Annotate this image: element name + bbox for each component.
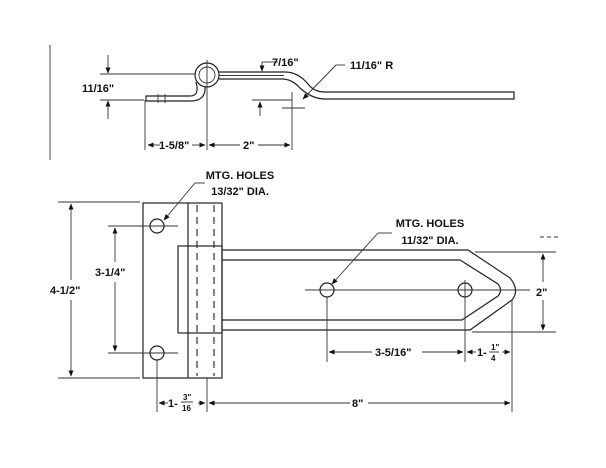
dim-strap-width-label: 2": [536, 287, 547, 299]
side-view: 11/16" 7/16" 11/16" R 1-5/8" 2": [82, 55, 515, 152]
dim-tip-den: 4: [491, 354, 496, 363]
dim-height-label: 11/16": [82, 83, 114, 95]
dim-plate-height-label: 4-1/2": [50, 285, 80, 297]
plate-holes-label-line1: MTG. HOLES: [206, 170, 274, 182]
left-leaf-side: [145, 81, 206, 102]
plate-holes-label-line2: 13/32" DIA.: [211, 186, 269, 198]
dim-plate-hole-offset-label: 1- 3" 16: [168, 393, 193, 413]
dim-radius-label: 11/16" R: [350, 60, 393, 72]
strap-holes-label-line1: MTG. HOLES: [396, 218, 464, 230]
dim-tip-label: 1- 1" 4: [477, 343, 499, 363]
strap-outline: [222, 249, 517, 331]
dim-offset-whole: 1-: [168, 398, 178, 410]
leader-arrow: [302, 64, 337, 100]
dim-strap-length-label: 8": [352, 398, 363, 410]
hinge-plate: [142, 202, 223, 379]
dim-bend-offset-label: 2": [243, 140, 254, 152]
dim-thickness-label: 7/16": [272, 57, 299, 69]
strap-leaf-side: [219, 71, 515, 100]
plan-view: 4-1/2" 3-1/4" MTG. HOLES 13/32" DIA. MTG…: [50, 170, 560, 413]
dim-tip-whole: 1-: [477, 347, 487, 359]
leader-arrow: [163, 182, 196, 221]
dim-tip-num: 1": [491, 343, 499, 352]
strap-base: [177, 245, 223, 334]
dim-strap-hole-spacing-label: 3-5/16": [375, 347, 411, 359]
leader-arrow: [331, 232, 379, 285]
dim-offset-den: 16: [182, 404, 191, 413]
dim-plate-hole-spacing-label: 3-1/4": [95, 267, 125, 279]
strap-holes-label-line2: 11/32" DIA.: [401, 235, 458, 247]
dim-offset-num: 3": [183, 393, 191, 402]
dim-knuckle-offset-label: 1-5/8": [159, 140, 189, 152]
